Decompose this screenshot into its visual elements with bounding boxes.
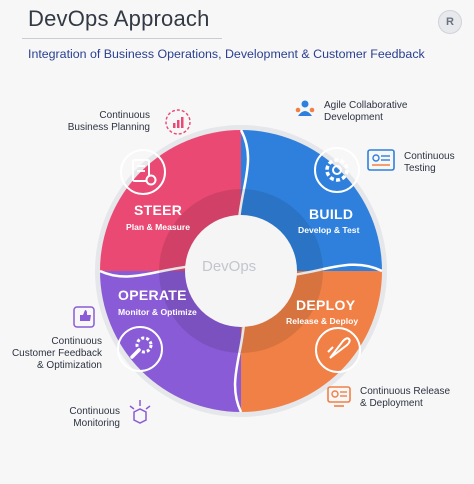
rocket-icon xyxy=(315,327,361,373)
segment-build-subtitle: Develop & Test xyxy=(298,225,360,235)
title-divider xyxy=(22,38,222,39)
label-business-planning: Continuous Business Planning xyxy=(67,110,150,133)
segment-operate-subtitle: Monitor & Optimize xyxy=(118,307,197,317)
wrench-gear-icon xyxy=(117,326,163,372)
label-continuous-testing: Continuous Testing xyxy=(404,151,455,174)
segment-deploy-title: DEPLOY xyxy=(296,297,356,313)
segment-steer-subtitle: Plan & Measure xyxy=(126,222,190,232)
deployment-monitor-icon xyxy=(327,386,351,407)
gear-icon xyxy=(314,147,360,193)
segment-operate-title: OPERATE xyxy=(118,287,187,303)
label-agile-development: Agile Collaborative Development xyxy=(324,100,408,123)
page-title: DevOps Approach xyxy=(28,6,210,31)
center-circle xyxy=(185,215,297,327)
thumbs-up-icon xyxy=(73,306,95,328)
label-customer-feedback: Continuous Customer Feedback & Optimizat… xyxy=(11,336,102,371)
segment-steer-title: STEER xyxy=(134,202,183,218)
page-subtitle: Integration of Business Operations, Deve… xyxy=(28,47,425,61)
label-continuous-release: Continuous Release & Deployment xyxy=(360,386,451,409)
segment-deploy-subtitle: Release & Deploy xyxy=(286,316,359,326)
label-continuous-monitoring: Continuous Monitoring xyxy=(69,406,120,429)
test-screen-icon xyxy=(367,149,395,171)
box-arrows-icon xyxy=(129,400,151,424)
segment-build-title: BUILD xyxy=(309,206,354,222)
growth-chart-icon xyxy=(165,109,191,135)
document-gear-icon xyxy=(120,149,166,195)
brand-logo: R xyxy=(438,10,462,34)
center-label: DevOps xyxy=(202,258,257,275)
team-icon xyxy=(295,100,315,116)
